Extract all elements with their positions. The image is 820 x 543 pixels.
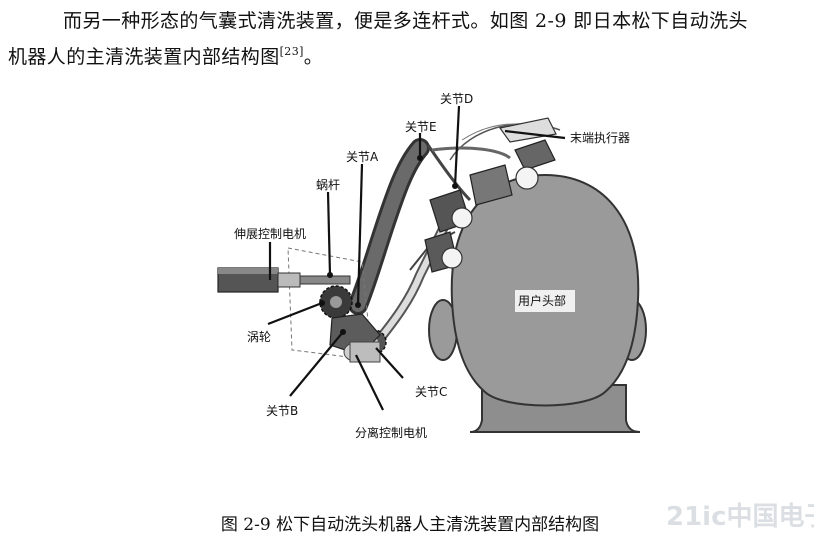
paragraph-line-2-end: 。: [303, 46, 324, 68]
leader-dots: [319, 155, 458, 335]
user-head-drawing: [428, 173, 647, 433]
watermark-text: 21ic中国电子网: [666, 502, 814, 532]
label-worm-wheel: 涡轮: [247, 330, 271, 344]
label-joint-a: 关节A: [346, 150, 379, 164]
label-separation-motor: 分离控制电机: [355, 425, 427, 440]
label-extension-motor: 伸展控制电机: [234, 227, 306, 241]
label-joint-c: 关节C: [415, 385, 447, 399]
label-joint-d: 关节D: [440, 92, 473, 106]
label-worm: 蜗杆: [316, 177, 340, 192]
paragraph-line-2-text: 机器人的主清洗装置内部结构图: [8, 46, 280, 68]
watermark-logo: 21ic中国电子网: [666, 502, 814, 532]
paragraph-line-2: 机器人的主清洗装置内部结构图[23]。: [8, 42, 323, 69]
figure-caption: 图 2-9 松下自动洗头机器人主清洗装置内部结构图: [220, 515, 600, 535]
end-effector-drawing: [469, 117, 557, 206]
label-user-head: 用户头部: [518, 293, 566, 308]
label-end-effector: 末端执行器: [570, 131, 630, 145]
paragraph-line-1: 而另一种形态的气囊式清洗装置，便是多连杆式。如图 2-9 即日本松下自动洗头: [63, 10, 748, 32]
label-joint-e: 关节E: [405, 120, 437, 134]
cleaning-pads: [424, 189, 473, 273]
label-joint-b: 关节B: [266, 404, 298, 418]
citation-ref: [23]: [279, 45, 304, 58]
leader-lines: [267, 105, 566, 411]
